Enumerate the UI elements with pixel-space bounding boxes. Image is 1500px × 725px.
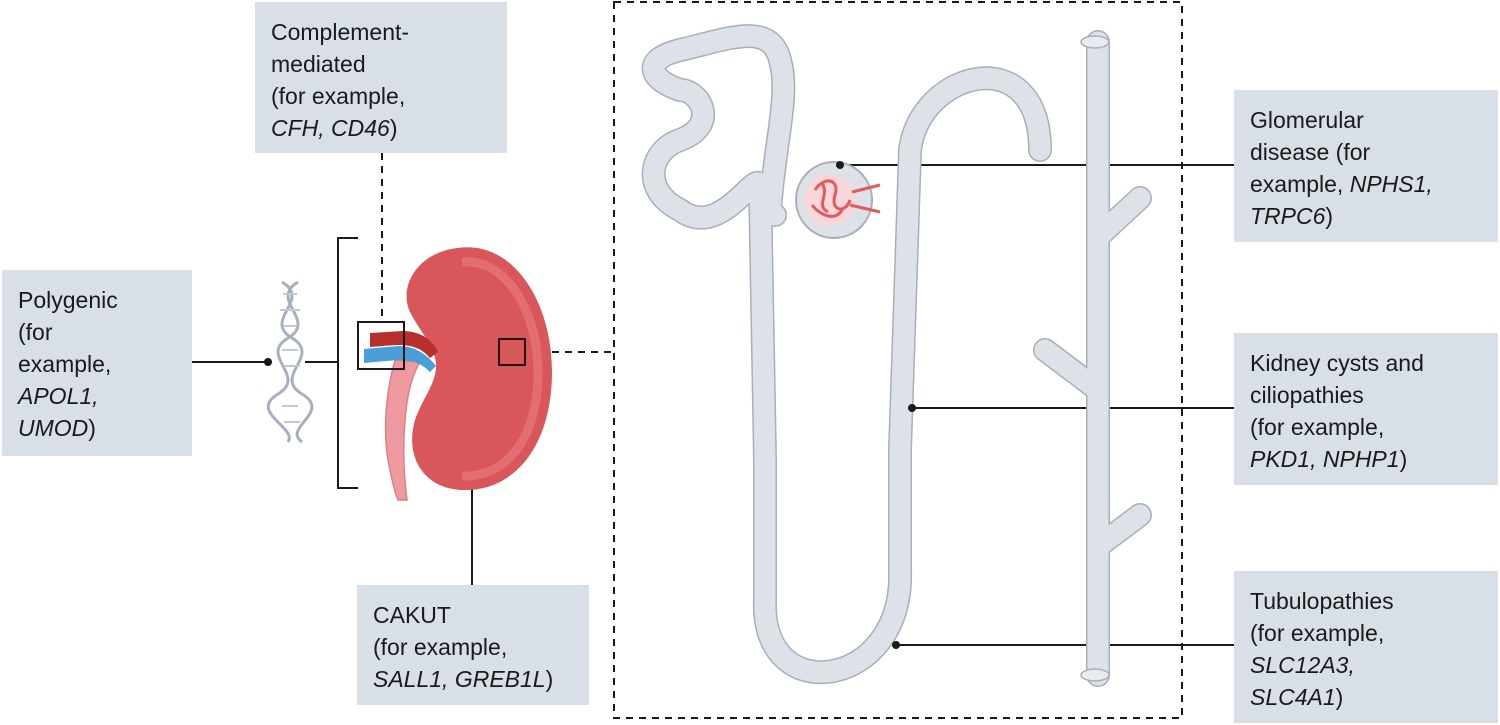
- dna-helix-icon: [266, 280, 314, 444]
- label-kidney-cysts-ciliopathies: Kidney cysts and ciliopathies (for examp…: [1234, 333, 1498, 485]
- label-polygenic: Polygenic (for example, APOL1, UMOD): [2, 270, 192, 456]
- label-tubulopathies: Tubulopathies (for example, SLC12A3, SLC…: [1234, 571, 1498, 723]
- label-cakut: CAKUT (for example, SALL1, GREB1L): [357, 585, 589, 705]
- nephron-illustration: [641, 24, 1152, 687]
- glomerulus-icon: [810, 179, 881, 218]
- kidney-illustration: [357, 247, 552, 501]
- label-complement-mediated: Complement- mediated (for example, CFH, …: [255, 2, 507, 153]
- nephron-zoom-frame: [613, 1, 1183, 719]
- label-glomerular-disease: Glomerular disease (for example, NPHS1, …: [1234, 90, 1498, 242]
